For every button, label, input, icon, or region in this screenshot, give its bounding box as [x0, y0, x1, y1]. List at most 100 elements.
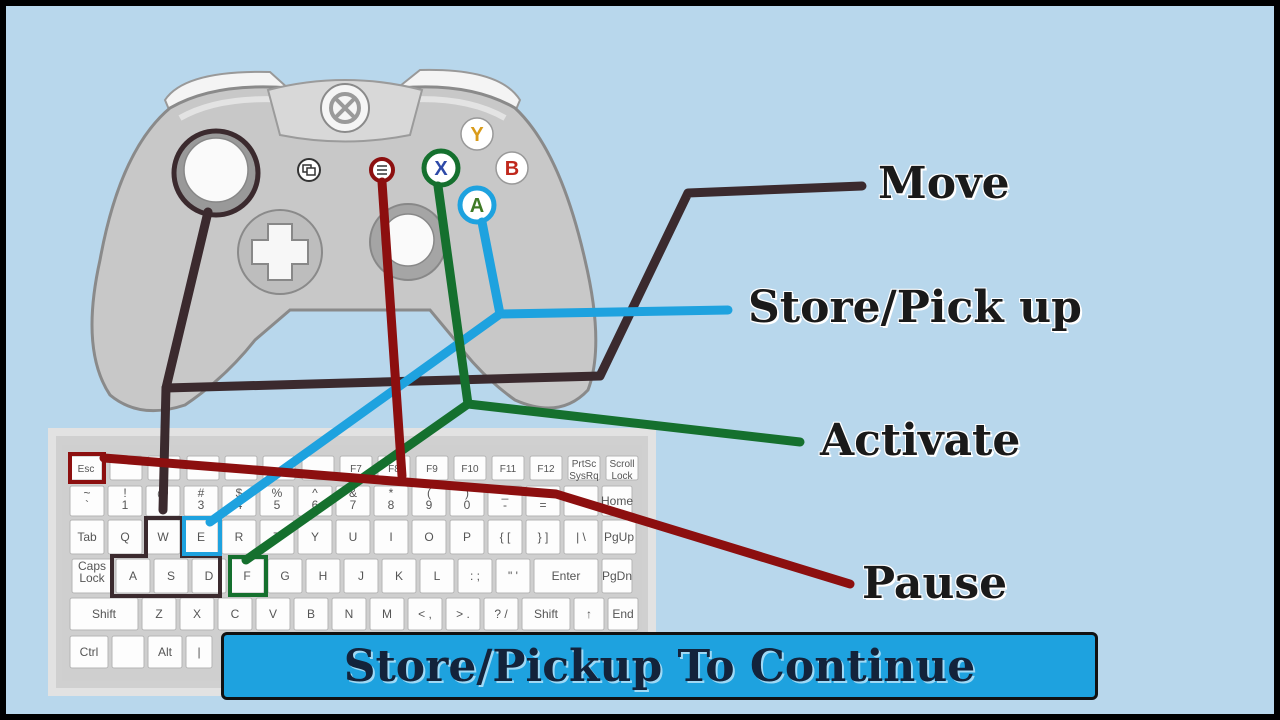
key-num-5: %5 — [259, 485, 295, 517]
key-a-5: G — [267, 558, 303, 594]
key-a-7: J — [343, 558, 379, 594]
key-z-7: M — [369, 597, 405, 631]
key-a-13: PgDn — [601, 558, 633, 594]
continue-button[interactable]: Store/Pickup To Continue — [221, 632, 1098, 700]
svg-text:V: V — [269, 607, 277, 621]
key-b-2: Alt — [147, 635, 183, 669]
key-q-1: Q — [107, 519, 143, 555]
svg-text:F10: F10 — [461, 464, 479, 475]
key-q-6: Y — [297, 519, 333, 555]
key-q-4: R — [221, 519, 257, 555]
svg-text:6: 6 — [312, 498, 319, 512]
svg-text:PrtSc: PrtSc — [572, 459, 596, 470]
svg-text:Tab: Tab — [77, 530, 97, 544]
key-z-2: X — [179, 597, 215, 631]
key-q-9: O — [411, 519, 447, 555]
key-b-0: Ctrl — [69, 635, 109, 669]
svg-text:8: 8 — [388, 498, 395, 512]
key-a-2: S — [153, 558, 189, 594]
key-z-1: Z — [141, 597, 177, 631]
pause-line-menu — [377, 177, 407, 481]
svg-text:{ [: { [ — [500, 530, 511, 544]
svg-text:< ,: < , — [418, 607, 432, 621]
a-button — [457, 185, 497, 225]
key-num-0: ~` — [69, 485, 105, 517]
key-q-7: U — [335, 519, 371, 555]
svg-text:" ': " ' — [508, 569, 518, 583]
svg-text:7: 7 — [350, 498, 357, 512]
key-z-12: ↑ — [573, 597, 605, 631]
svg-text:Q: Q — [120, 530, 129, 544]
svg-text:X: X — [193, 607, 201, 621]
svg-text:K: K — [395, 569, 403, 583]
move-line — [161, 181, 867, 393]
svg-text:L: L — [434, 569, 441, 583]
svg-text:A: A — [470, 195, 484, 217]
svg-text:(: ( — [427, 486, 431, 500]
key-q-12: } ] — [525, 519, 561, 555]
svg-text:Lock: Lock — [611, 471, 633, 482]
svg-text:End: End — [612, 607, 633, 621]
activate-label: Activate — [820, 415, 1021, 466]
key-num-3: #3 — [183, 485, 219, 517]
svg-text:5: 5 — [274, 498, 281, 512]
svg-text:-: - — [503, 498, 507, 512]
e-key-highlight — [182, 516, 222, 556]
svg-text:G: G — [280, 569, 289, 583]
controller-image: Y X B A — [90, 68, 598, 413]
svg-text:↑: ↑ — [586, 607, 592, 621]
key-z-6: N — [331, 597, 367, 631]
key-z-4: V — [255, 597, 291, 631]
svg-text:D: D — [205, 569, 214, 583]
key-z-10: ? / — [483, 597, 519, 631]
svg-text:Ctrl: Ctrl — [80, 645, 99, 659]
pause-label: Pause — [862, 558, 1008, 609]
svg-text:#: # — [198, 486, 205, 500]
key-b-3: | — [185, 635, 213, 669]
svg-text:U: U — [349, 530, 358, 544]
svg-text:!: ! — [123, 486, 126, 500]
key-fn-12: F12 — [529, 455, 563, 481]
svg-text:$: $ — [236, 486, 243, 500]
key-a-11: " ' — [495, 558, 531, 594]
svg-text:Home: Home — [601, 494, 633, 508]
key-z-11: Shift — [521, 597, 571, 631]
svg-text:J: J — [358, 569, 364, 583]
svg-text:=: = — [539, 498, 546, 512]
key-a-10: : ; — [457, 558, 493, 594]
svg-text:Lock: Lock — [79, 571, 105, 585]
key-fn-10: F10 — [453, 455, 487, 481]
continue-button-label: Store/Pickup To Continue — [343, 640, 976, 692]
svg-text:S: S — [167, 569, 175, 583]
svg-text:^: ^ — [312, 486, 318, 500]
svg-text:E: E — [197, 530, 205, 544]
key-q-2: W — [145, 519, 181, 555]
esc-key-highlight — [68, 452, 106, 484]
key-a-12: Enter — [533, 558, 599, 594]
move-label: Move — [878, 158, 1010, 209]
svg-text:Esc: Esc — [78, 464, 95, 475]
svg-text:0: 0 — [464, 498, 471, 512]
key-num-1: !1 — [107, 485, 143, 517]
key-num-9: (9 — [411, 485, 447, 517]
key-a-8: K — [381, 558, 417, 594]
svg-text:Enter: Enter — [552, 569, 581, 583]
svg-text:): ) — [465, 486, 469, 500]
svg-text:Shift: Shift — [92, 607, 117, 621]
svg-text:| \: | \ — [576, 530, 586, 544]
svg-text:Y: Y — [311, 530, 319, 544]
svg-text:&: & — [349, 486, 357, 500]
key-q-10: P — [449, 519, 485, 555]
key-fn-9: F9 — [415, 455, 449, 481]
svg-text:Shift: Shift — [534, 607, 559, 621]
key-q-14: PgUp — [601, 519, 637, 555]
svg-text:I: I — [389, 530, 392, 544]
svg-text:F: F — [243, 569, 250, 583]
svg-text:3: 3 — [198, 498, 205, 512]
key-a-6: H — [305, 558, 341, 594]
svg-text:N: N — [345, 607, 354, 621]
svg-text:F7: F7 — [350, 464, 362, 475]
svg-text:PgDn: PgDn — [602, 569, 632, 583]
